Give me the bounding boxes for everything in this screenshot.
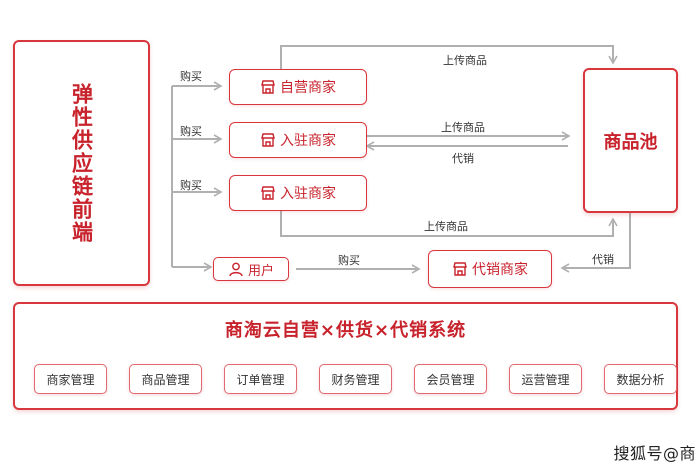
upload-label-low: 上传商品 xyxy=(424,220,468,233)
consign-label-mid: 代销 xyxy=(452,152,474,165)
frontend-title: 弹性供应链前端 xyxy=(69,82,94,244)
buy-label-3: 购买 xyxy=(180,179,202,192)
module-operations-management: 运营管理 xyxy=(509,364,582,394)
store-icon xyxy=(261,80,275,94)
system-title: 商淘云自营×供货×代销系统 xyxy=(224,320,467,341)
settled-merchant-node-2: 入驻商家 xyxy=(229,175,367,211)
product-pool-label: 商品池 xyxy=(603,131,658,153)
consign-low-arrow xyxy=(560,213,631,273)
product-pool-node: 商品池 xyxy=(583,68,678,213)
module-merchant-management: 商家管理 xyxy=(34,364,107,394)
upload-top-arrow xyxy=(280,45,618,69)
module-order-management: 订单管理 xyxy=(224,364,297,394)
module-member-management: 会员管理 xyxy=(414,364,487,394)
upload-label-top: 上传商品 xyxy=(443,54,487,67)
consign-label-low: 代销 xyxy=(592,253,614,266)
self-operated-merchant-node: 自营商家 xyxy=(229,69,367,105)
settled-merchant-node-1: 入驻商家 xyxy=(229,122,367,158)
system-panel: 商淘云自营×供货×代销系统 商家管理 商品管理 订单管理 财务管理 会员管理 运… xyxy=(13,302,678,410)
upload-low-arrow xyxy=(280,211,618,237)
module-finance-management: 财务管理 xyxy=(319,364,392,394)
module-product-management: 商品管理 xyxy=(129,364,202,394)
store-icon xyxy=(453,262,467,276)
self-operated-merchant-label: 自营商家 xyxy=(280,80,336,96)
settled-merchant-label-2: 入驻商家 xyxy=(280,186,336,202)
upload-label-mid: 上传商品 xyxy=(441,121,485,134)
store-icon xyxy=(261,133,275,147)
buy-label-4: 购买 xyxy=(338,254,360,267)
buy-label-2: 购买 xyxy=(180,125,202,138)
module-list: 商家管理 商品管理 订单管理 财务管理 会员管理 运营管理 数据分析 xyxy=(34,364,677,394)
buy-label-1: 购买 xyxy=(180,70,202,83)
consign-merchant-label: 代销商家 xyxy=(472,262,528,278)
settled-merchant-label-1: 入驻商家 xyxy=(280,133,336,149)
user-node: 用户 xyxy=(213,257,289,281)
consign-merchant-node: 代销商家 xyxy=(428,250,552,288)
user-label: 用户 xyxy=(247,263,274,279)
watermark: 搜狐号@商 xyxy=(613,444,696,463)
store-icon xyxy=(261,186,275,200)
elastic-supply-chain-frontend-panel: 弹性供应链前端 xyxy=(13,40,150,286)
module-data-analysis: 数据分析 xyxy=(604,364,677,394)
user-icon xyxy=(229,262,243,277)
